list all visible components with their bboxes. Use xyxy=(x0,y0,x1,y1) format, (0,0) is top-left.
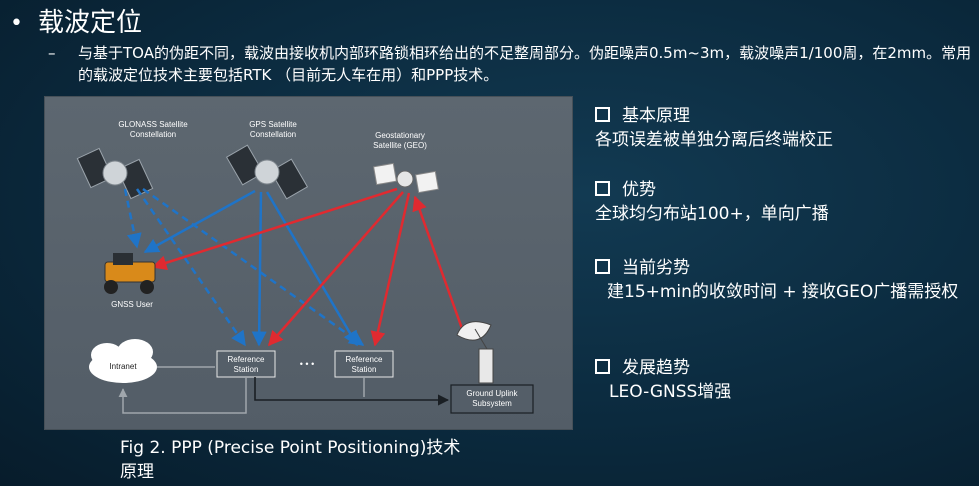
signal-gps-ref1 xyxy=(251,191,267,347)
signal-gps-user xyxy=(143,189,256,254)
signal-geo-ref2 xyxy=(370,192,411,347)
section-body: 全球均匀布站100+，单向广播 xyxy=(595,204,829,224)
glonass-label-1: GLONASS Satellite xyxy=(118,120,188,129)
glonass-label-2: Constellation xyxy=(130,130,176,139)
glonass-satellite-icon xyxy=(76,147,154,200)
section-heading: 基本原理 xyxy=(622,106,690,126)
geo-satellite-icon xyxy=(373,162,439,194)
sub-bullet-dash: – xyxy=(48,44,56,62)
slide-title: 载波定位 xyxy=(38,8,143,38)
signal-geo-ref1 xyxy=(268,191,404,347)
cloud-icon xyxy=(89,339,157,383)
ref1-label-1: Reference xyxy=(228,355,265,364)
link-to-uplink xyxy=(254,377,450,406)
gps-label-1: GPS Satellite xyxy=(249,120,297,129)
checkbox-bullet-icon xyxy=(595,259,610,274)
ppp-diagram-svg: GLONASS Satellite Constellation GPS Sate… xyxy=(76,120,534,414)
link-ref-intranet xyxy=(118,377,247,414)
section-body: 各项误差被单独分离后终端校正 xyxy=(595,130,833,150)
signal-geo-user xyxy=(151,187,398,271)
gps-label-2: Constellation xyxy=(250,130,296,139)
gnss-user-label: GNSS User xyxy=(111,300,153,309)
caption-line-1: Fig 2. PPP (Precise Point Positioning)技术 xyxy=(120,438,461,458)
checkbox-bullet-icon xyxy=(595,107,610,122)
signal-gps-ref2 xyxy=(265,191,359,347)
section-body: LEO-GNSS增强 xyxy=(609,382,732,402)
section-trend: 发展趋势 LEO-GNSS增强 xyxy=(595,356,975,404)
section-heading: 当前劣势 xyxy=(622,258,690,278)
intranet-label: Intranet xyxy=(109,362,137,371)
checkbox-bullet-icon xyxy=(595,181,610,196)
ellipsis-dots: • • • xyxy=(300,359,314,369)
uplink-signal xyxy=(412,195,467,338)
checkbox-bullet-icon xyxy=(595,359,610,374)
geo-label-1: Geostationary xyxy=(375,131,425,140)
gps-satellite-icon xyxy=(225,144,309,200)
signal-glonass-ref2 xyxy=(142,187,365,347)
satellite-dish-icon xyxy=(456,321,494,384)
section-heading: 发展趋势 xyxy=(622,358,690,378)
ppp-diagram: GLONASS Satellite Constellation GPS Sate… xyxy=(44,96,573,430)
section-body: 建15+min的收敛时间 + 接收GEO广播需授权 xyxy=(607,282,959,302)
section-basic-principle: 基本原理 各项误差被单独分离后终端校正 xyxy=(595,104,975,152)
ground-uplink-subsystem xyxy=(450,384,534,414)
section-advantage: 优势 全球均匀布站100+，单向广播 xyxy=(595,178,975,226)
ref1-label-2: Station xyxy=(234,365,259,374)
section-disadvantage: 当前劣势 建15+min的收敛时间 + 接收GEO广播需授权 xyxy=(595,256,975,304)
tractor-icon xyxy=(104,253,156,294)
title-bullet: • xyxy=(10,11,23,36)
ref2-label-1: Reference xyxy=(346,355,383,364)
uplink-label-1: Ground Uplink xyxy=(466,389,518,398)
caption-line-2: 原理 xyxy=(120,462,154,482)
signal-glonass-user xyxy=(123,188,142,249)
section-heading: 优势 xyxy=(622,180,656,200)
uplink-label-2: Subsystem xyxy=(472,399,512,408)
figure-caption: Fig 2. PPP (Precise Point Positioning)技术… xyxy=(120,436,540,484)
sub-bullet-text: 与基于TOA的伪距不同，载波由接收机内部环路锁相环给出的不足整周部分。伪距噪声0… xyxy=(78,44,972,84)
ref2-label-2: Station xyxy=(352,365,377,374)
signal-glonass-ref1 xyxy=(135,188,247,347)
geo-label-2: Satellite (GEO) xyxy=(373,141,427,150)
